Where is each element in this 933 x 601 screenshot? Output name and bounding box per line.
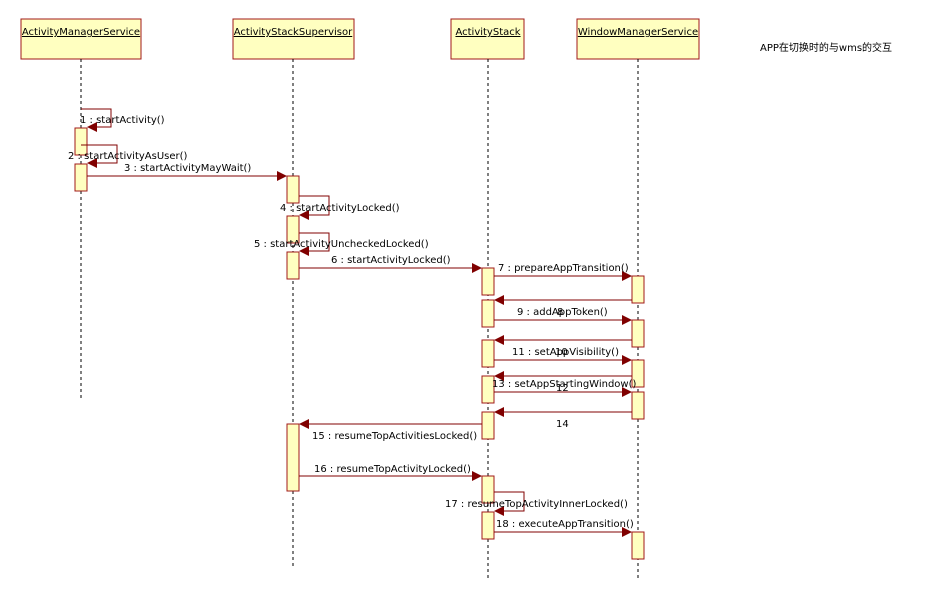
- participant-label: ActivityStackSupervisor: [234, 27, 353, 38]
- activation-bar: [481, 411, 495, 440]
- activation-bar: [481, 375, 495, 404]
- participant-label: ActivityStack: [455, 27, 520, 38]
- message-4-arrow: [299, 195, 330, 220]
- message-4-label: 4 : startActivityLocked(): [280, 203, 400, 214]
- participant-activity-stack: ActivityStack: [450, 18, 525, 60]
- message-15-label: 15 : resumeTopActivitiesLocked(): [312, 431, 477, 442]
- activation-bar: [286, 251, 300, 280]
- activation-bar: [481, 299, 495, 328]
- message-7-label: 7 : prepareAppTransition(): [498, 263, 629, 274]
- message-1-arrow: [81, 108, 112, 132]
- participant-label: WindowManagerService: [578, 27, 698, 38]
- message-11-label: 11 : setAppVisibility(): [512, 347, 619, 358]
- activation-bar: [74, 163, 88, 192]
- message-17-label: 17 : resumeTopActivityInnerLocked(): [445, 499, 628, 510]
- activation-bar: [631, 531, 645, 560]
- message-3-label: 3 : startActivityMayWait(): [124, 163, 251, 174]
- activation-bar: [631, 275, 645, 304]
- diagram-title: APP在切换时的与wms的交互: [760, 41, 892, 54]
- message-18-label: 18 : executeAppTransition(): [496, 519, 634, 530]
- message-12-label: 12: [556, 383, 569, 394]
- message-8-label: 8: [557, 307, 563, 318]
- activation-bar: [481, 339, 495, 368]
- activation-bar: [631, 391, 645, 420]
- participant-activity-stack-supervisor: ActivityStackSupervisor: [232, 18, 355, 60]
- message-5-arrow: [299, 232, 330, 256]
- activation-bar: [286, 215, 300, 244]
- message-16-label: 16 : resumeTopActivityLocked(): [314, 464, 471, 475]
- activation-bar: [631, 319, 645, 348]
- message-10-label: 10: [555, 347, 568, 358]
- message-13-label: 13 : setAppStartingWindow(): [492, 379, 636, 390]
- message-6-label: 6 : startActivityLocked(): [331, 255, 451, 266]
- activation-bar: [286, 423, 300, 492]
- participant-label: ActivityManagerService: [22, 27, 140, 38]
- activation-bar: [74, 127, 88, 156]
- message-1-label: 1 : startActivity(): [80, 115, 165, 126]
- message-2-arrow: [81, 144, 118, 168]
- participant-activity-manager-service: ActivityManagerService: [20, 18, 142, 60]
- activation-bar: [481, 267, 495, 296]
- message-9-label: 9 : addAppToken(): [517, 307, 608, 318]
- activation-bar: [286, 175, 300, 204]
- message-2-label: 2 : startActivityAsUser(): [68, 151, 188, 162]
- message-17-arrow: [494, 491, 525, 516]
- activation-bar: [481, 475, 495, 504]
- activation-bar: [631, 359, 645, 388]
- message-5-label: 5 : startActivityUncheckedLocked(): [254, 239, 429, 250]
- participant-window-manager-service: WindowManagerService: [576, 18, 700, 60]
- message-14-label: 14: [556, 419, 569, 430]
- activation-bar: [481, 511, 495, 540]
